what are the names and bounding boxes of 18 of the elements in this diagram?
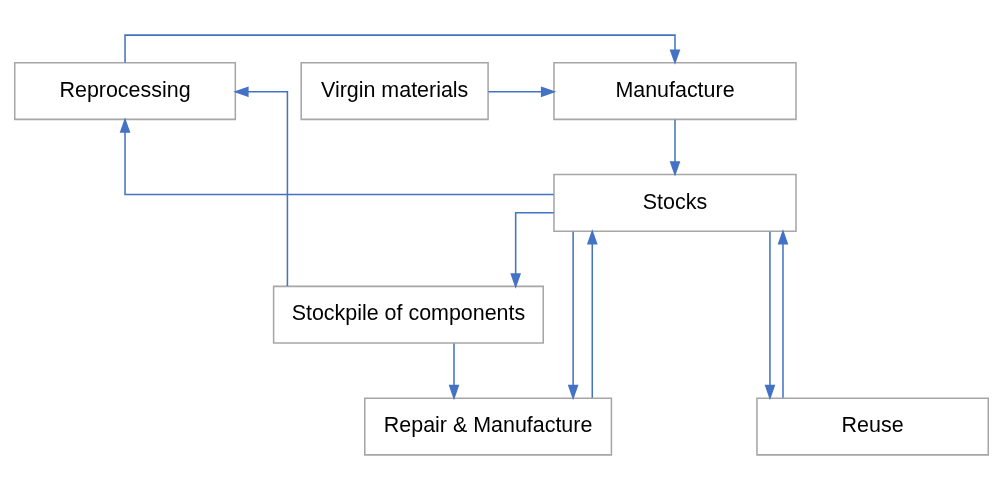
arrow	[669, 118, 681, 176]
arrow	[777, 228, 789, 398]
node-box: Manufacture	[553, 61, 797, 120]
node-box: Reuse	[756, 396, 990, 456]
arrow	[764, 230, 776, 400]
node-box: Reprocessing	[13, 61, 237, 120]
node-box: Repair & Manufacture	[364, 396, 613, 456]
arrow	[510, 211, 555, 289]
arrow	[119, 117, 555, 195]
node-box: Stockpile of components	[272, 285, 544, 344]
arrow	[448, 342, 460, 400]
arrow	[124, 33, 681, 65]
arrow	[487, 85, 557, 97]
arrow	[586, 228, 598, 398]
arrow	[233, 85, 289, 287]
arrow	[567, 230, 579, 400]
node-box: Virgin materials	[300, 61, 489, 120]
node-box: Stocks	[553, 173, 797, 232]
